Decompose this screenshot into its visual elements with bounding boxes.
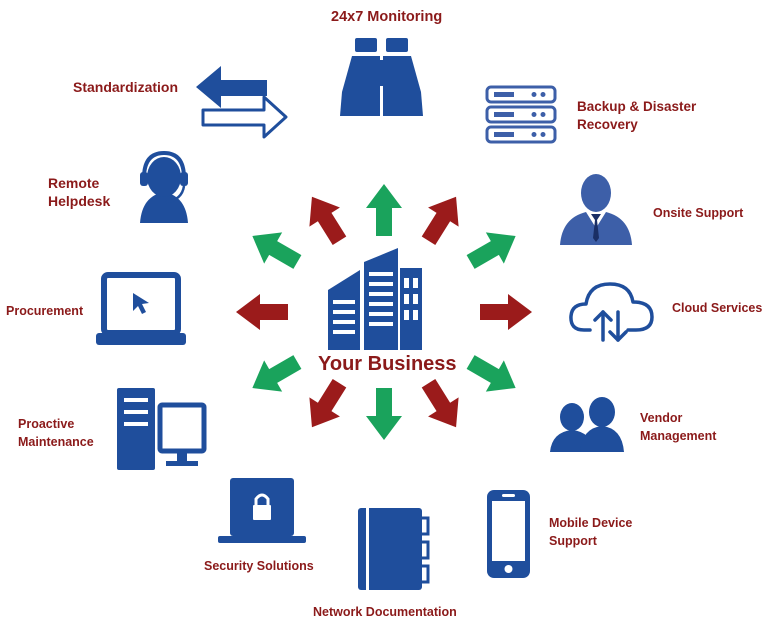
label-helpdesk-line2: Helpdesk — [48, 193, 111, 209]
arrow-to-security — [309, 378, 347, 428]
laptop-cursor-icon — [96, 272, 186, 345]
headset-agent-icon — [140, 150, 188, 223]
label-procurement-line1: Procurement — [6, 304, 84, 318]
laptop-lock-icon — [218, 478, 306, 543]
arrow-to-netdoc — [366, 388, 402, 440]
binoculars-icon — [340, 38, 423, 116]
label-vendor: Vendor Management — [640, 409, 716, 445]
label-mobile-line2: Support — [549, 534, 597, 548]
label-maintenance: Proactive Maintenance — [18, 415, 94, 451]
center-business-label: Your Business — [318, 353, 457, 375]
arrow-to-monitoring — [366, 184, 402, 236]
label-cloud-line1: Cloud Services — [672, 301, 763, 315]
arrow-to-mobile — [421, 378, 459, 428]
swap-arrows-icon — [196, 66, 288, 139]
label-mobile: Mobile Device Support — [549, 514, 632, 550]
label-procurement: Procurement — [6, 302, 83, 320]
label-backup-line2: Recovery — [577, 117, 638, 132]
label-mobile-line1: Mobile Device — [549, 516, 633, 530]
arrow-to-vendor — [466, 355, 516, 392]
label-maintenance-line1: Proactive — [18, 417, 75, 431]
label-backup-line1: Backup & Disaster — [577, 99, 697, 114]
arrow-to-cloud — [480, 294, 532, 330]
label-netdoc: Network Documentation — [313, 603, 457, 621]
arrow-group — [236, 184, 532, 440]
label-backup: Backup & Disaster Recovery — [577, 98, 696, 134]
arrow-to-onsite — [466, 232, 516, 269]
office-building-icon — [328, 248, 422, 350]
arrow-to-helpdesk — [252, 232, 302, 269]
label-onsite: Onsite Support — [653, 204, 743, 222]
notebook-icon — [358, 508, 430, 590]
smartphone-icon — [487, 490, 530, 578]
arrow-to-maintenance — [252, 355, 302, 392]
label-standardization-line1: Standardization — [73, 79, 179, 95]
label-netdoc-line1: Network Documentation — [313, 605, 457, 619]
arrow-to-backup — [421, 196, 459, 246]
label-maintenance-line2: Maintenance — [18, 435, 94, 449]
label-security: Security Solutions — [204, 557, 314, 575]
label-monitoring: 24x7 Monitoring — [331, 8, 442, 26]
technician-icon — [560, 174, 632, 245]
desktop-computer-icon — [117, 388, 207, 470]
arrow-to-procurement — [236, 294, 288, 330]
server-rack-icon — [485, 85, 557, 144]
label-vendor-line1: Vendor — [640, 411, 683, 425]
label-onsite-line1: Onsite Support — [653, 206, 744, 220]
label-helpdesk: Remote Helpdesk — [48, 174, 110, 210]
label-cloud: Cloud Services — [672, 299, 762, 317]
label-vendor-line2: Management — [640, 429, 717, 443]
label-helpdesk-line1: Remote — [48, 175, 100, 191]
label-standardization: Standardization — [73, 78, 178, 96]
arrow-to-standardization — [309, 196, 347, 246]
cloud-sync-icon — [569, 282, 654, 342]
label-monitoring-line1: 24x7 Monitoring — [331, 9, 443, 25]
people-group-icon — [550, 397, 624, 452]
label-security-line1: Security Solutions — [204, 559, 314, 573]
